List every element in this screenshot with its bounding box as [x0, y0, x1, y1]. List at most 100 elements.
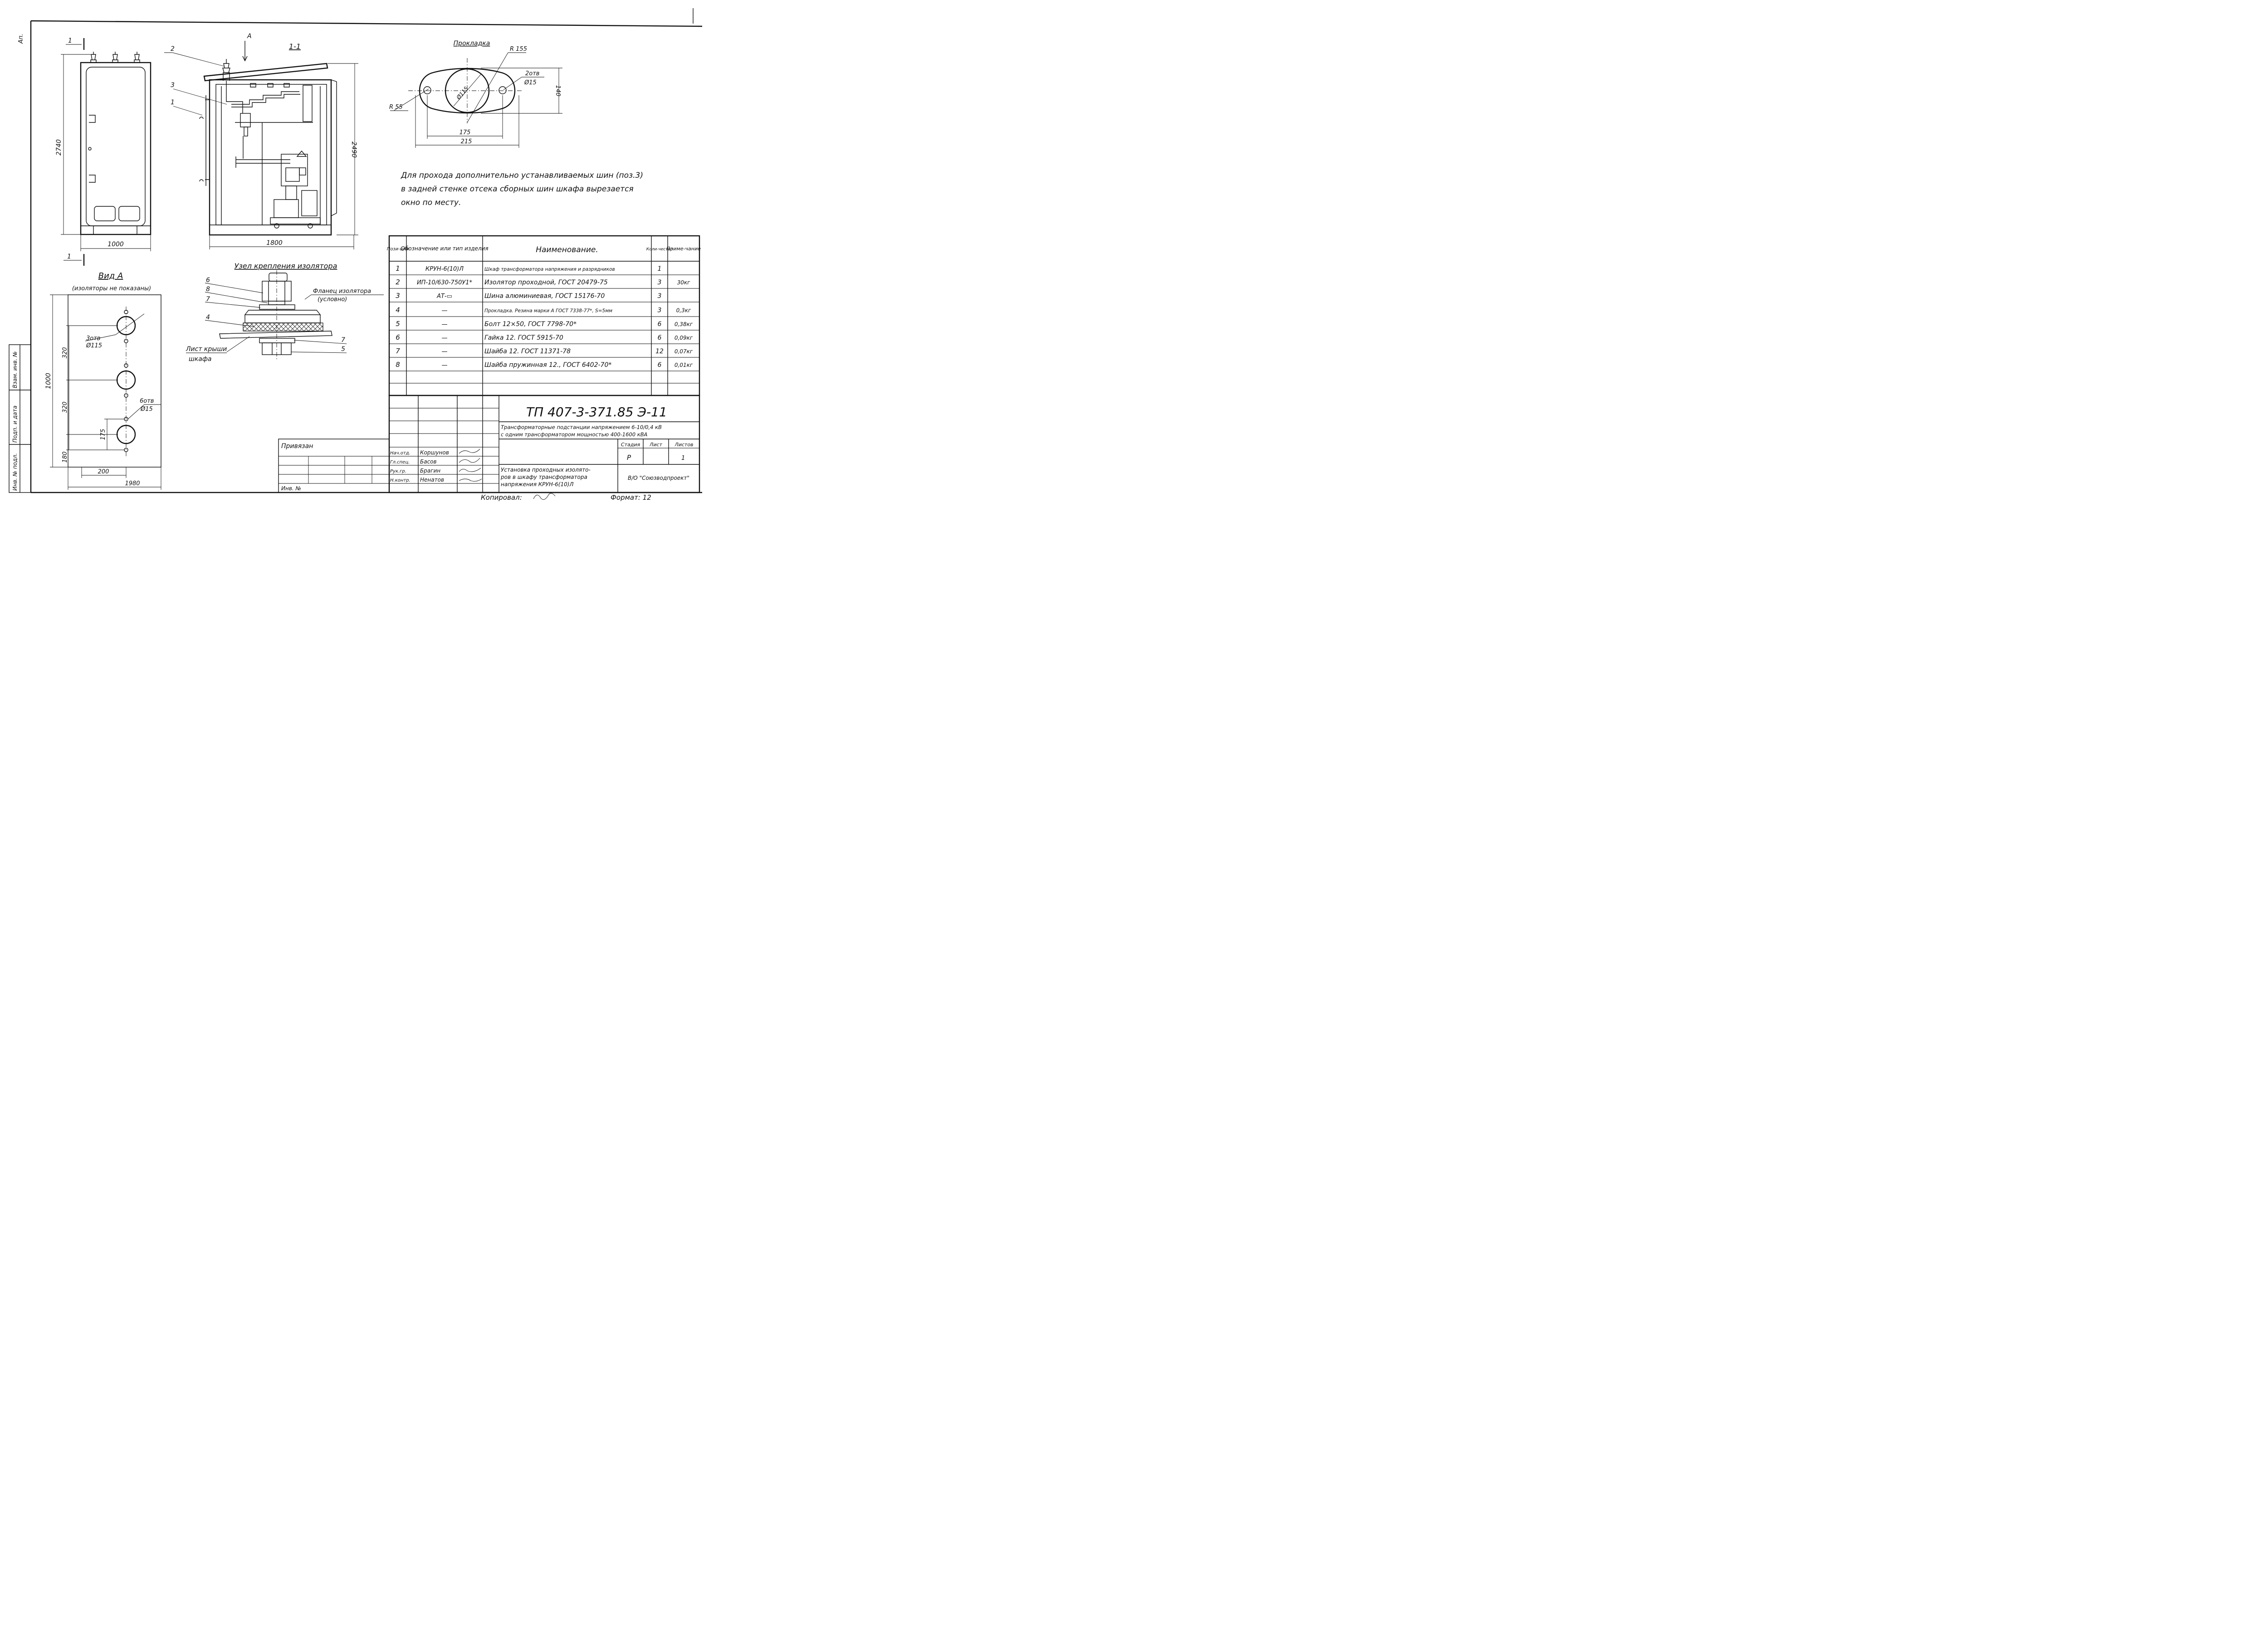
view-a-dim-320b: 320: [62, 402, 68, 413]
front-window-right: [118, 206, 140, 221]
sheet-frame: [30, 8, 703, 493]
node-roof-label: Лист крыши: [186, 346, 227, 353]
spec-header-name: Наименование.: [536, 245, 598, 254]
spec-cell-name: Шайба 12. ГОСТ 11371-78: [484, 348, 571, 355]
gasket-outline: [419, 68, 516, 114]
role-4: Н.контр.: [390, 478, 411, 483]
gasket-dim-215: 215: [461, 138, 472, 145]
spec-cell-name: Шайба пружинная 12., ГОСТ 6402-70*: [484, 361, 611, 369]
spec-cell-designation: —: [442, 307, 448, 314]
spec-cell-name: Шина алюминиевая, ГОСТ 15176-70: [484, 293, 605, 300]
view-a-dim-1000: 1000: [45, 373, 52, 389]
view-a-dim-200: 200: [98, 468, 109, 475]
role-2: Гл.спец.: [390, 460, 410, 465]
gasket-dim-175: 175: [459, 129, 471, 136]
spec-cell-pos: 2: [396, 278, 400, 286]
name-3: Брагин: [420, 468, 440, 474]
section-mark-top: 1: [68, 37, 72, 44]
front-handle-bottom: [89, 175, 96, 183]
front-dim-width: 1000: [108, 241, 124, 248]
spec-cell-name: Гайка 12. ГОСТ 5915-70: [484, 334, 563, 341]
node-callout-4: 4: [206, 314, 210, 321]
node-callout-6: 6: [206, 277, 210, 284]
stamp-podp-data: Подп. и дата: [12, 405, 18, 443]
section-dim-height: 2490: [350, 141, 357, 158]
spec-cell-qty: 1: [658, 265, 662, 273]
role-3: Рук.гр.: [390, 469, 406, 474]
front-window-left: [94, 206, 116, 221]
front-insulators: [90, 52, 140, 63]
view-a-dim-1980: 1980: [125, 480, 140, 487]
view-a-holes-large-dia: Ø115: [86, 342, 102, 349]
note-line-1: Для прохода дополнительно устанавливаемы…: [401, 171, 643, 180]
general-note: Для прохода дополнительно устанавливаемы…: [401, 171, 643, 207]
spec-cell-pos: 4: [396, 306, 400, 314]
gasket-hole-left: [423, 86, 431, 94]
title-block: Привязан Инв. № ТП 407-3-371.85 Э-11 Тра…: [278, 395, 700, 502]
view-a-subtitle: (изоляторы не показаны): [72, 285, 151, 292]
view-a-holes-large: 3отв: [86, 335, 100, 342]
spec-cell-pos: 6: [396, 333, 400, 341]
sheet-title-1: Установка проходных изолято-: [501, 467, 591, 473]
gasket-hole-dia: Ø15: [524, 79, 537, 86]
node-flange-note: (условно): [318, 296, 347, 303]
gasket-r-small: R 55: [389, 104, 403, 111]
gasket-dim-height: 140: [554, 85, 561, 97]
callout-2: 2: [171, 45, 175, 53]
spec-table: Пози-ция Обозначение или тип изделия Наи…: [387, 235, 701, 396]
section-mark-bottom: 1: [67, 253, 71, 260]
spec-cell-designation: АТ-▭: [436, 293, 452, 300]
sheets-label: Листов: [674, 442, 693, 448]
side-stamp: Инв. № подл. Подп. и дата Взам. инв. №: [9, 344, 31, 493]
sheet-title-3: напряжения КРУН-6(10)Л: [501, 481, 573, 488]
name-1: Коршунов: [420, 449, 449, 456]
note-line-2: в задней стенке отсека сборных шин шкафа…: [401, 185, 634, 194]
project-title-2: с одним трансформатором мощностью 400-16…: [501, 431, 648, 438]
spec-cell-designation: —: [442, 321, 448, 328]
node-flange-label: Фланец изолятора: [313, 288, 371, 295]
format-label: Формат: 12: [611, 493, 651, 502]
front-handle-top: [89, 115, 96, 123]
stage-value: Р: [627, 454, 631, 462]
spec-header-pos: Пози-ция: [387, 247, 409, 252]
view-a-roof-outline: [68, 294, 161, 468]
view-a-dim-320a: 320: [62, 347, 68, 359]
spec-cell-qty: 3: [658, 307, 662, 314]
gasket-r-large: R 155: [510, 46, 527, 53]
spec-cell-qty: 6: [658, 334, 662, 341]
callout-3: 3: [171, 82, 175, 89]
spec-cell-note: 0,3кг: [676, 307, 691, 313]
spec-cell-note: 0,07кг: [675, 348, 693, 355]
corner-mark: Ап.: [18, 34, 24, 44]
spec-header-note: Приме-чание: [666, 246, 701, 252]
spec-cell-note: 0,09кг: [675, 335, 693, 341]
spec-cell-designation: —: [442, 335, 448, 341]
view-a-title: Вид А: [98, 271, 123, 281]
stage-label: Стадия: [621, 442, 640, 448]
view-a-dim-175: 175: [100, 429, 107, 440]
view-arrow-label: А: [247, 33, 252, 40]
spec-cell-designation: КРУН-6(10)Л: [425, 266, 464, 273]
section-title: 1-1: [289, 42, 301, 51]
spec-cell-pos: 8: [396, 361, 400, 369]
section-dim-width: 1800: [266, 239, 283, 247]
drawing-sheet: Ап. Инв. № подл. Подп. и дата Взам. инв.…: [9, 8, 703, 502]
mounting-node: Узел крепления изолятора 6 8 7 4 7 5: [186, 262, 384, 363]
signatures: [459, 449, 482, 482]
privyazan-label: Привязан: [281, 443, 313, 450]
gasket-title: Прокладка: [454, 40, 490, 47]
spec-cell-pos: 7: [396, 347, 400, 355]
spec-cell-note: 0,38кг: [675, 321, 693, 327]
organization: В/О "Союзводпроект": [628, 475, 689, 481]
gasket-hole-right: [499, 86, 507, 94]
spec-cell-name: Болт 12×50, ГОСТ 7798-70*: [484, 321, 577, 328]
spec-cell-pos: 3: [396, 292, 400, 300]
spec-cell-pos: 1: [396, 264, 400, 273]
gasket-holes: 2отв: [525, 70, 539, 77]
spec-cell-designation: ИП-10/630-750У1*: [417, 279, 473, 286]
project-title-1: Трансформаторные подстанции напряжением …: [501, 424, 662, 430]
sheet-label: Лист: [649, 442, 662, 448]
node-callout-5: 5: [341, 346, 345, 353]
name-4: Ненатов: [420, 477, 444, 483]
spec-header-qty: Коли-чество: [646, 247, 673, 252]
